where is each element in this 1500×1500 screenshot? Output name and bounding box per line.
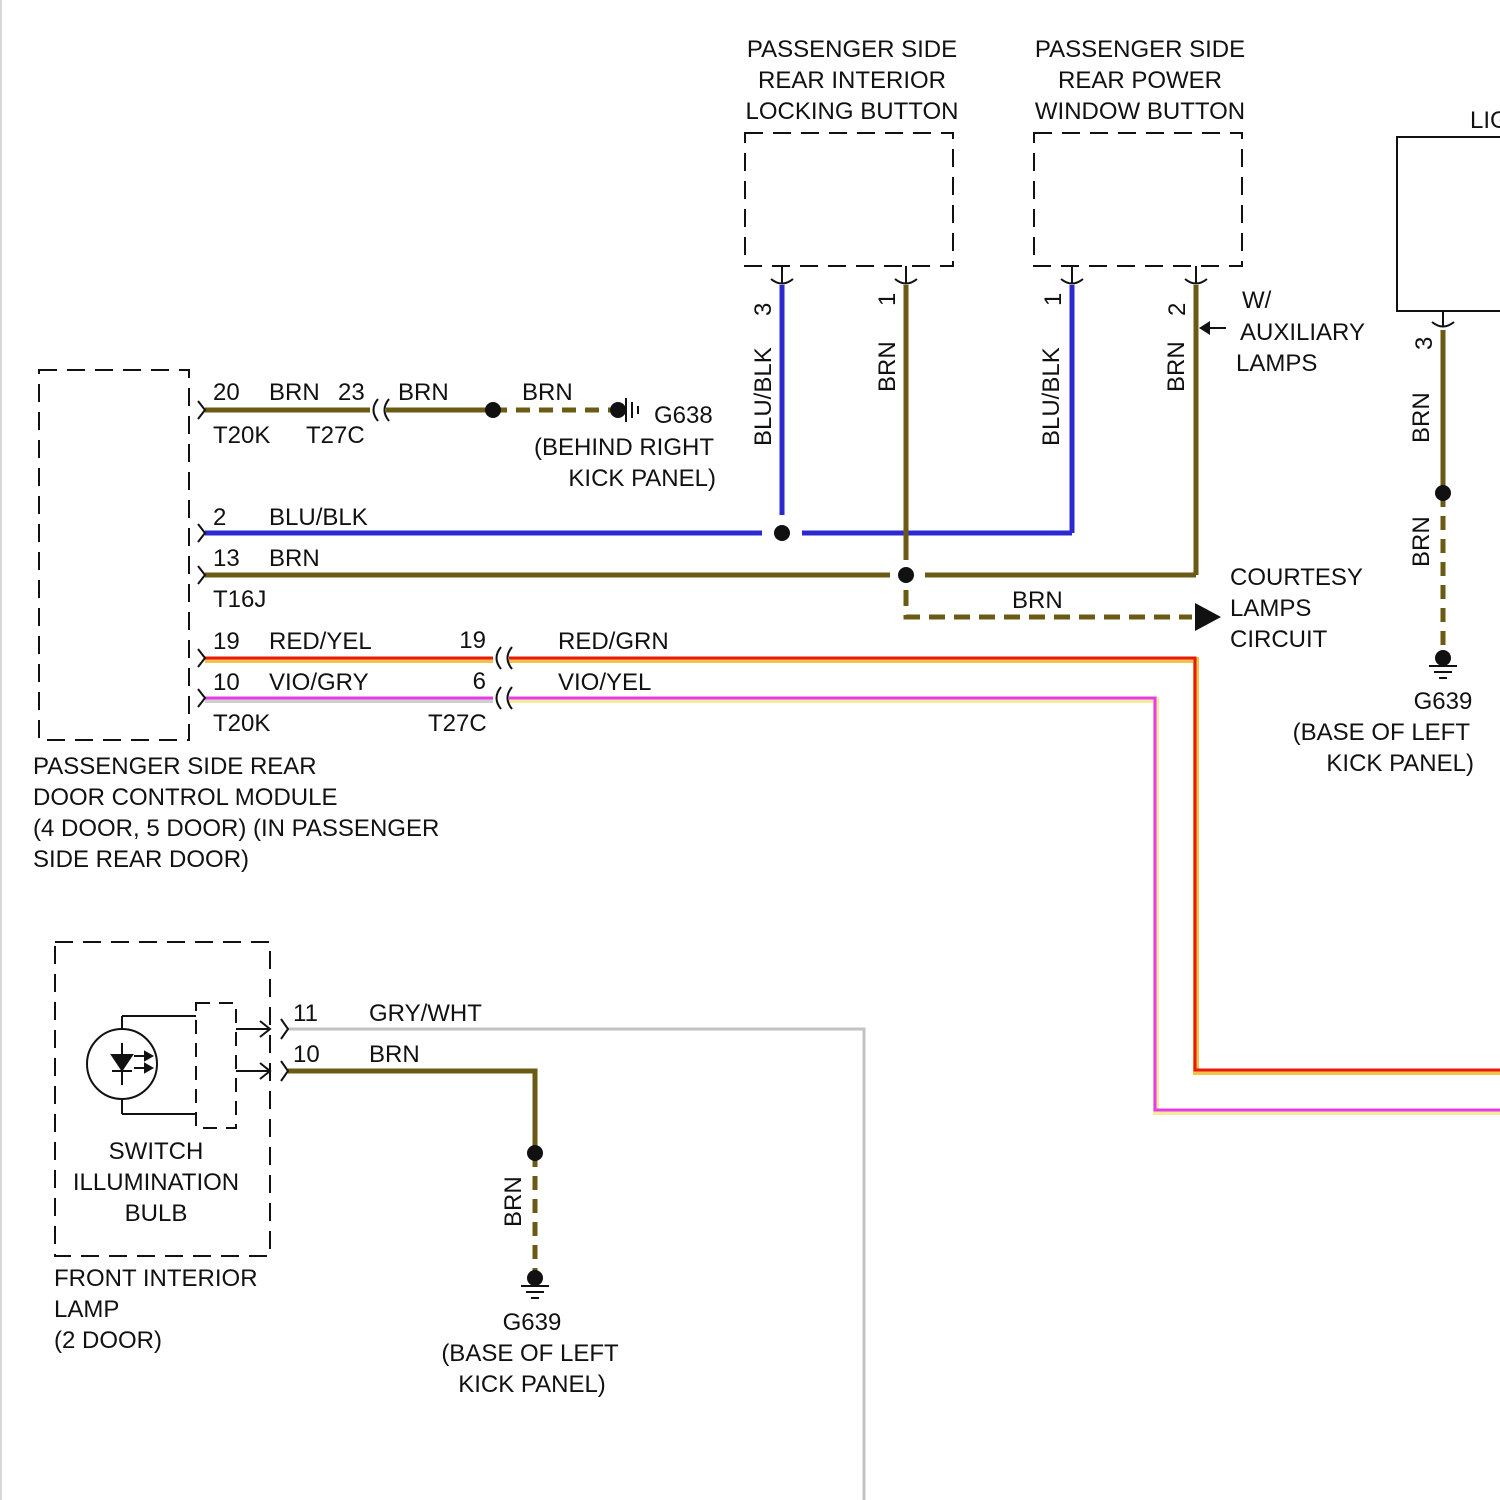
right-component-box xyxy=(1397,137,1500,311)
window-button-box xyxy=(1034,133,1242,266)
courtesy-branch-color: BRN xyxy=(1012,587,1063,614)
connector-pin-10 xyxy=(198,689,205,707)
connector-t20k-lower: T20K xyxy=(213,710,270,737)
lamp-pin-11-color: GRY/WHT xyxy=(369,1000,482,1027)
window-button-title-1: PASSENGER SIDE xyxy=(1035,36,1245,63)
lamp-title-2: LAMP xyxy=(54,1296,119,1323)
splice-right-brn xyxy=(1435,485,1451,501)
right-box-title: LIG xyxy=(1470,107,1500,134)
locking-button-box xyxy=(745,133,953,266)
pin-19-mate-label: 19 xyxy=(459,627,486,654)
pin-10-label: 10 xyxy=(213,669,240,696)
auxiliary-note-2: AUXILIARY xyxy=(1240,319,1365,346)
courtesy-note-2: LAMPS xyxy=(1230,595,1311,622)
ground-g638-symbol xyxy=(610,398,638,422)
courtesy-arrow xyxy=(1195,603,1221,631)
win-pin-2-color: BRN xyxy=(1163,341,1190,392)
g639-right-location-2: KICK PANEL) xyxy=(1326,750,1474,777)
right-pin-3-label: 3 xyxy=(1411,337,1438,350)
connector-t20k-upper: T20K xyxy=(213,422,270,449)
lamp-switch-arrows xyxy=(236,1021,270,1079)
rear-door-module-box xyxy=(39,370,189,740)
wire-lamp-11-gry-wht xyxy=(288,1029,864,1500)
lamp-title-3: (2 DOOR) xyxy=(54,1327,162,1354)
pin-20-color: BRN xyxy=(269,379,320,406)
splice-g638-wire xyxy=(485,402,501,418)
locking-button-title-2: REAR INTERIOR xyxy=(758,67,946,94)
splice-lamp-brn xyxy=(527,1145,543,1161)
lamp-title-1: FRONT INTERIOR xyxy=(54,1265,258,1292)
window-button-title-3: WINDOW BUTTON xyxy=(1035,98,1245,125)
splice-blu-blk xyxy=(774,525,790,541)
lock-pin-1-color: BRN xyxy=(874,341,901,392)
switch-illumination-bulb-icon xyxy=(87,1016,196,1114)
lamp-pin-10-color: BRN xyxy=(369,1041,420,1068)
g639-bottom-location-1: (BASE OF LEFT xyxy=(441,1340,619,1367)
bulb-label-2: ILLUMINATION xyxy=(73,1169,239,1196)
locking-button-title-3: LOCKING BUTTON xyxy=(746,98,959,125)
pin-6-color: VIO/YEL xyxy=(558,669,651,696)
courtesy-note-3: CIRCUIT xyxy=(1230,626,1328,653)
pin-13-label: 13 xyxy=(213,545,240,572)
pin-19-mate-color: RED/GRN xyxy=(558,628,669,655)
pin-20-label: 20 xyxy=(213,379,240,406)
lamp-pin-11-label: 11 xyxy=(293,1000,318,1027)
lock-pin-1-label: 1 xyxy=(874,293,901,306)
pin-6-label: 6 xyxy=(473,668,486,695)
g639-bottom-name: G639 xyxy=(503,1309,562,1336)
g638-name: G638 xyxy=(654,402,713,429)
pin-10-color: VIO/GRY xyxy=(269,669,369,696)
right-lower-color: BRN xyxy=(1408,516,1435,567)
auxiliary-arrow-icon xyxy=(1199,321,1226,335)
pin-23-label: 23 xyxy=(338,379,365,406)
g639-bottom-location-2: KICK PANEL) xyxy=(458,1371,606,1398)
lamp-switch-box xyxy=(196,1003,236,1128)
pin-19-label: 19 xyxy=(213,628,240,655)
module-title-3: (4 DOOR, 5 DOOR) (IN PASSENGER xyxy=(33,815,439,842)
connector-lamp-10 xyxy=(281,1061,288,1081)
auxiliary-note-3: LAMPS xyxy=(1236,350,1317,377)
win-pin-1-label: 1 xyxy=(1040,293,1067,306)
g638-location-2: KICK PANEL) xyxy=(568,465,716,492)
splice-brn-courtesy xyxy=(898,567,914,583)
locking-button-title-1: PASSENGER SIDE xyxy=(747,36,957,63)
lock-pin-3-label: 3 xyxy=(750,303,777,316)
connector-t27c-upper: T27C xyxy=(306,422,365,449)
bulb-label-1: SWITCH xyxy=(109,1138,204,1165)
lamp-pin-10-label: 10 xyxy=(293,1041,320,1068)
connector-t27c-lower: T27C xyxy=(428,710,487,737)
lock-pin-3-color: BLU/BLK xyxy=(750,347,777,446)
bulb-label-3: BULB xyxy=(125,1200,188,1227)
module-title-1: PASSENGER SIDE REAR xyxy=(33,753,317,780)
window-button-title-2: REAR POWER xyxy=(1058,67,1222,94)
ground-g639-bottom-symbol xyxy=(521,1270,549,1298)
lamp-ground-color: BRN xyxy=(500,1176,527,1227)
g639-right-location-1: (BASE OF LEFT xyxy=(1293,719,1471,746)
auxiliary-note-1: W/ xyxy=(1242,287,1272,314)
connector-pin-13 xyxy=(198,566,205,584)
connector-pin-2 xyxy=(198,524,205,542)
ground-g639-right-symbol xyxy=(1429,650,1457,678)
pin-19-color: RED/YEL xyxy=(269,628,372,655)
win-pin-2-label: 2 xyxy=(1164,303,1191,316)
g638-wire-color: BRN xyxy=(522,379,573,406)
g639-right-name: G639 xyxy=(1414,688,1473,715)
module-title-2: DOOR CONTROL MODULE xyxy=(33,784,337,811)
pin-23-color: BRN xyxy=(398,379,449,406)
connector-pin-19 xyxy=(198,649,205,667)
connector-t16j: T16J xyxy=(213,586,266,613)
pin-13-color: BRN xyxy=(269,545,320,572)
pin-2-color: BLU/BLK xyxy=(269,504,368,531)
g638-location-1: (BEHIND RIGHT xyxy=(534,434,714,461)
module-title-4: SIDE REAR DOOR) xyxy=(33,846,249,873)
connector-lamp-11 xyxy=(281,1019,288,1039)
pin-2-label: 2 xyxy=(213,504,226,531)
courtesy-note-1: COURTESY xyxy=(1230,564,1363,591)
right-upper-color: BRN xyxy=(1408,392,1435,443)
wire-lamp-10-brn xyxy=(288,1071,535,1153)
win-pin-1-color: BLU/BLK xyxy=(1038,347,1065,446)
connector-pin-20 xyxy=(198,401,205,419)
